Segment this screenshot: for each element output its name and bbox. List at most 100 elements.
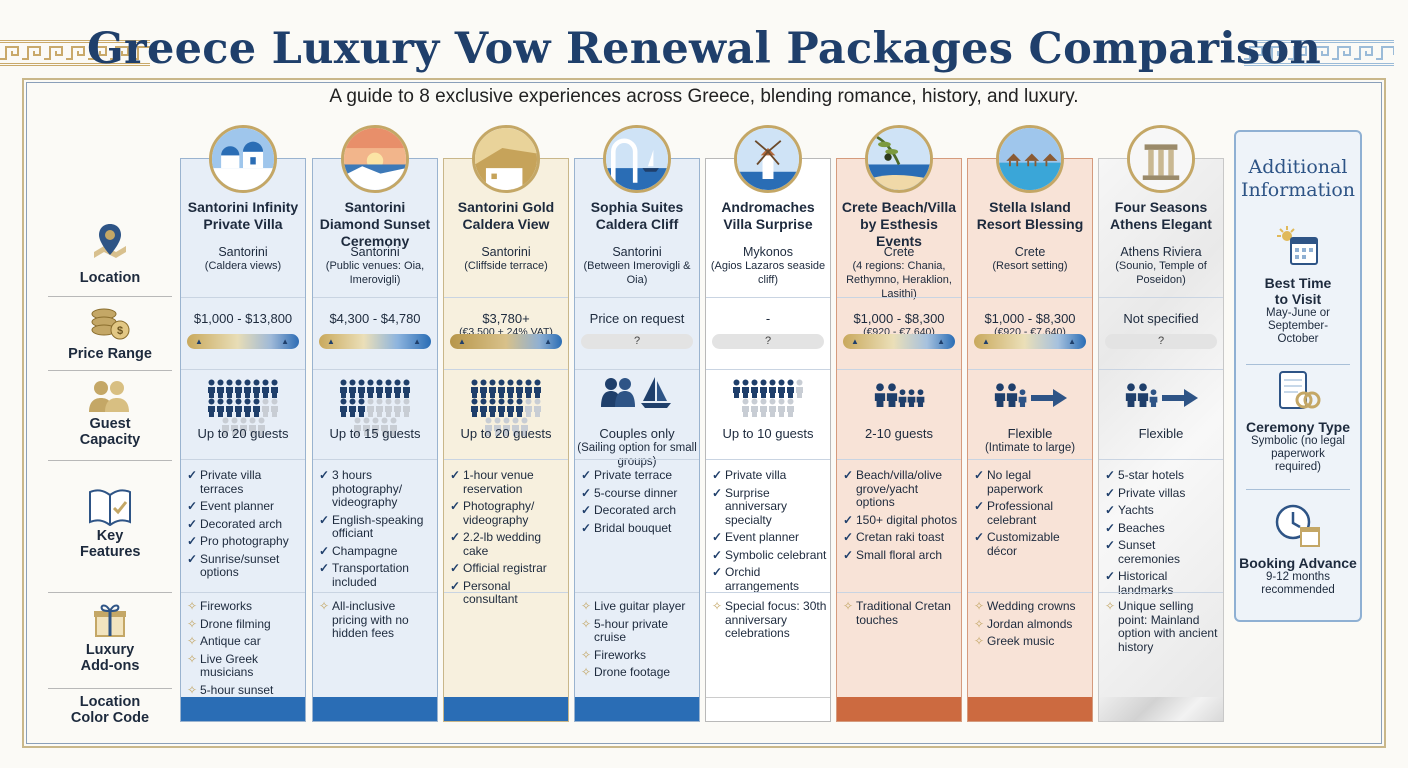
couple-sailboat-icon xyxy=(575,375,699,414)
guest-capacity: Up to 20 guests xyxy=(446,427,566,441)
range-marker-icon: ▲ xyxy=(458,337,466,346)
location-note: (Resort setting) xyxy=(992,260,1068,272)
row-divider xyxy=(48,370,172,371)
price-text: $1,000 - $13,800 xyxy=(193,311,293,326)
location-name: Crete xyxy=(883,245,915,259)
guest-capacity: Up to 15 guests xyxy=(315,427,435,441)
location-color-swatch xyxy=(575,697,699,721)
svg-text:$: $ xyxy=(117,325,123,337)
price-bar: ▲▲ xyxy=(843,334,955,349)
addon-item: Special focus: 30th anniversary celebrat… xyxy=(712,599,827,641)
addon-item: Greek music xyxy=(974,634,1089,649)
feature-item: Decorated arch xyxy=(187,517,302,532)
feature-item: Official registrar xyxy=(450,561,565,576)
price-bar: ▲▲ xyxy=(974,334,1086,349)
price-bar: ▲▲ xyxy=(187,334,299,349)
luxury-addons-list: Unique selling point: Mainland option wi… xyxy=(1105,599,1220,658)
location-color-swatch xyxy=(968,697,1092,721)
guest-capacity-icons xyxy=(837,383,961,412)
page-subtitle: A guide to 8 exclusive experiences acros… xyxy=(329,86,1079,107)
price-text: Not specified xyxy=(1123,311,1199,326)
key-features-list: No legal paperworkProfessional celebrant… xyxy=(974,468,1089,562)
location-color-swatch xyxy=(444,697,568,721)
package-location: Crete(4 regions: Chania, Rethymno, Herak… xyxy=(839,245,959,301)
row-label-text: Luxury Add-ons xyxy=(80,642,140,674)
info-value: Symbolic (no legal paperwork required) xyxy=(1251,435,1345,473)
guest-capacity: Up to 20 guests xyxy=(183,427,303,441)
key-features-list: Beach/villa/olive grove/yacht options150… xyxy=(843,468,958,566)
feature-item: Private villa terraces xyxy=(187,468,302,496)
feature-item: 5-star hotels xyxy=(1105,468,1220,483)
guests-text: Up to 20 guests xyxy=(460,426,552,441)
location-name: Crete xyxy=(1014,245,1046,259)
page-title: Greece Luxury Vow Renewal Packages Compa… xyxy=(86,24,1322,74)
greek-key-border-left xyxy=(0,40,150,66)
feature-item: Champagne xyxy=(319,544,434,559)
addon-item: Jordan almonds xyxy=(974,617,1089,632)
location-name: Santorini xyxy=(218,245,268,259)
feature-item: No legal paperwork xyxy=(974,468,1089,496)
location-color-swatch xyxy=(181,697,305,721)
location-note: (Public venues: Oia, Imerovigli) xyxy=(325,260,425,286)
feature-item: Event planner xyxy=(712,530,827,545)
key-features-list: 5-star hotelsPrivate villasYachtsBeaches… xyxy=(1105,468,1220,601)
price-text: $1,000 - $8,300 xyxy=(853,311,945,326)
arch-sailboat-icon xyxy=(603,125,671,193)
guests-text: Couples only xyxy=(599,426,675,441)
price-bar: ? xyxy=(581,334,693,349)
guest-capacity: Flexible(Intimate to large) xyxy=(970,427,1090,455)
sunset-icon xyxy=(341,125,409,193)
range-marker-icon: ▲ xyxy=(982,337,990,346)
outer-frame xyxy=(22,78,1386,748)
scroll-rings-icon xyxy=(1279,371,1321,409)
feature-item: 150+ digital photos xyxy=(843,513,958,528)
feature-item: Private terrace xyxy=(581,468,696,483)
row-label-addons: Luxury Add-ons xyxy=(48,600,172,674)
row-label-price: $ Price Range xyxy=(48,304,172,362)
luxury-addons-list: Traditional Cretan touches xyxy=(843,599,958,631)
package-price: Not specified xyxy=(1101,311,1221,326)
info-value: May-June or September-October xyxy=(1266,307,1330,345)
row-label-guests: Guest Capacity xyxy=(48,378,172,448)
key-features-list: 3 hours photography/ videographyEnglish-… xyxy=(319,468,434,593)
addon-item: Antique car xyxy=(187,634,302,649)
package-name: Stella Island Resort Blessing xyxy=(976,199,1084,232)
price-text: Price on request xyxy=(589,311,685,326)
flexible-capacity-icon xyxy=(968,383,1092,412)
addon-item: 5-hour private cruise xyxy=(581,617,696,645)
guests-note: (Intimate to large) xyxy=(984,442,1076,454)
gift-icon xyxy=(94,604,126,637)
arrow-right-icon xyxy=(1030,389,1067,407)
package-location: Santorini(Caldera views) xyxy=(183,245,303,273)
feature-item: 5-course dinner xyxy=(581,486,696,501)
price-bar: ? xyxy=(1105,334,1217,349)
luxury-addons-list: All-inclusive pricing with no hidden fee… xyxy=(319,599,434,645)
location-note: (Cliffside terrace) xyxy=(464,260,548,272)
location-note: (Sounio, Temple of Poseidon) xyxy=(1115,260,1207,286)
addon-item: Fireworks xyxy=(581,648,696,663)
luxury-addons-list: Special focus: 30th anniversary celebrat… xyxy=(712,599,827,645)
key-features-list: Private villaSurprise anniversary specia… xyxy=(712,468,827,597)
location-name: Santorini xyxy=(481,245,531,259)
info-label: Best Time to Visit xyxy=(1264,275,1332,307)
package-name: Santorini Gold Caldera View xyxy=(457,199,555,232)
row-label-features: Key Features xyxy=(48,486,172,560)
row-label-text: Key Features xyxy=(80,528,141,560)
feature-item: 1-hour venue reservation xyxy=(450,468,565,496)
people-icon xyxy=(89,381,129,412)
guest-capacity: Up to 10 guests xyxy=(708,427,828,441)
price-bar: ? xyxy=(712,334,824,349)
feature-item: 2.2-lb wedding cake xyxy=(450,530,565,558)
info-label: Booking Advance xyxy=(1239,555,1357,571)
additional-info-panel: Additional Information Best Time to Visi… xyxy=(1234,130,1362,622)
row-divider xyxy=(48,592,172,593)
location-name: Athens Riviera xyxy=(1120,245,1202,259)
feature-item: Symbolic celebrant xyxy=(712,548,827,563)
map-pin-icon xyxy=(94,224,126,258)
range-marker-icon: ▲ xyxy=(851,337,859,346)
feature-item: Beaches xyxy=(1105,521,1220,536)
location-note: (4 regions: Chania, Rethymno, Heraklion,… xyxy=(846,260,952,300)
location-note: (Agios Lazaros seaside cliff) xyxy=(710,260,826,286)
